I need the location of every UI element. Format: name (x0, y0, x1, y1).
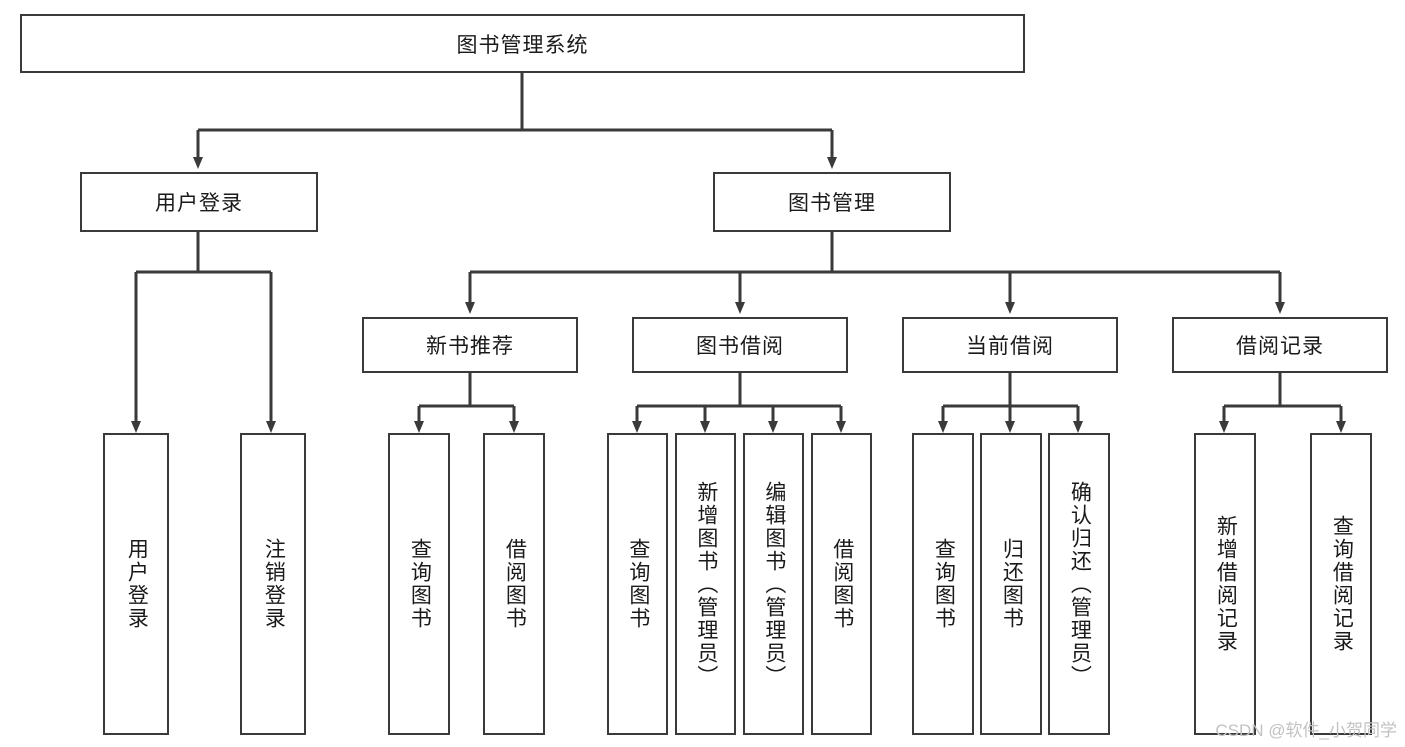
node-label: 归还图书 (1000, 538, 1024, 630)
node-label: 图书管理 (788, 192, 876, 215)
leaf-current-confirm-return-admin[interactable]: 确认归还（管理员） (1048, 433, 1110, 735)
node-label: 新书推荐 (426, 335, 514, 358)
node-label: 查询图书 (626, 538, 650, 630)
leaf-current-return-book[interactable]: 归还图书 (980, 433, 1042, 735)
node-label: 查询图书 (408, 538, 432, 630)
node-root-book-management-system[interactable]: 图书管理系统 (20, 14, 1025, 73)
watermark-text: CSDN @软件_小贺同学 (1215, 721, 1397, 740)
node-label: 借阅图书 (503, 538, 527, 630)
leaf-user-login[interactable]: 用户登录 (103, 433, 169, 735)
node-label: 借阅图书 (830, 538, 854, 630)
leaf-borrow-add-book-admin[interactable]: 新增图书（管理员） (675, 433, 736, 735)
node-label: 借阅记录 (1236, 335, 1324, 358)
node-new-book-recommend[interactable]: 新书推荐 (362, 317, 578, 373)
node-book-borrow[interactable]: 图书借阅 (632, 317, 848, 373)
node-label: 新增借阅记录 (1214, 515, 1238, 653)
leaf-recommend-borrow-book[interactable]: 借阅图书 (483, 433, 545, 735)
leaf-borrow-edit-book-admin[interactable]: 编辑图书（管理员） (743, 433, 804, 735)
node-label: 新增图书（管理员） (694, 480, 718, 688)
node-label: 用户登录 (155, 192, 243, 215)
node-label: 查询借阅记录 (1330, 515, 1354, 653)
node-label: 图书借阅 (696, 335, 784, 358)
leaf-user-logout[interactable]: 注销登录 (240, 433, 306, 735)
leaf-record-query-borrow-record[interactable]: 查询借阅记录 (1310, 433, 1372, 735)
node-label: 图书管理系统 (456, 33, 589, 57)
node-label: 用户登录 (125, 538, 149, 630)
leaf-recommend-query-book[interactable]: 查询图书 (388, 433, 450, 735)
node-label: 编辑图书（管理员） (762, 480, 786, 688)
leaf-record-add-borrow-record[interactable]: 新增借阅记录 (1194, 433, 1256, 735)
node-current-borrow[interactable]: 当前借阅 (902, 317, 1118, 373)
node-user-login[interactable]: 用户登录 (80, 172, 318, 232)
node-label: 查询图书 (932, 538, 956, 630)
leaf-current-query-book[interactable]: 查询图书 (912, 433, 974, 735)
node-label: 注销登录 (262, 538, 286, 630)
node-borrow-record[interactable]: 借阅记录 (1172, 317, 1388, 373)
node-label: 当前借阅 (966, 335, 1054, 358)
node-label: 确认归还（管理员） (1068, 480, 1092, 688)
leaf-borrow-query-book[interactable]: 查询图书 (607, 433, 668, 735)
leaf-borrow-borrow-book[interactable]: 借阅图书 (811, 433, 872, 735)
node-book-management[interactable]: 图书管理 (713, 172, 951, 232)
